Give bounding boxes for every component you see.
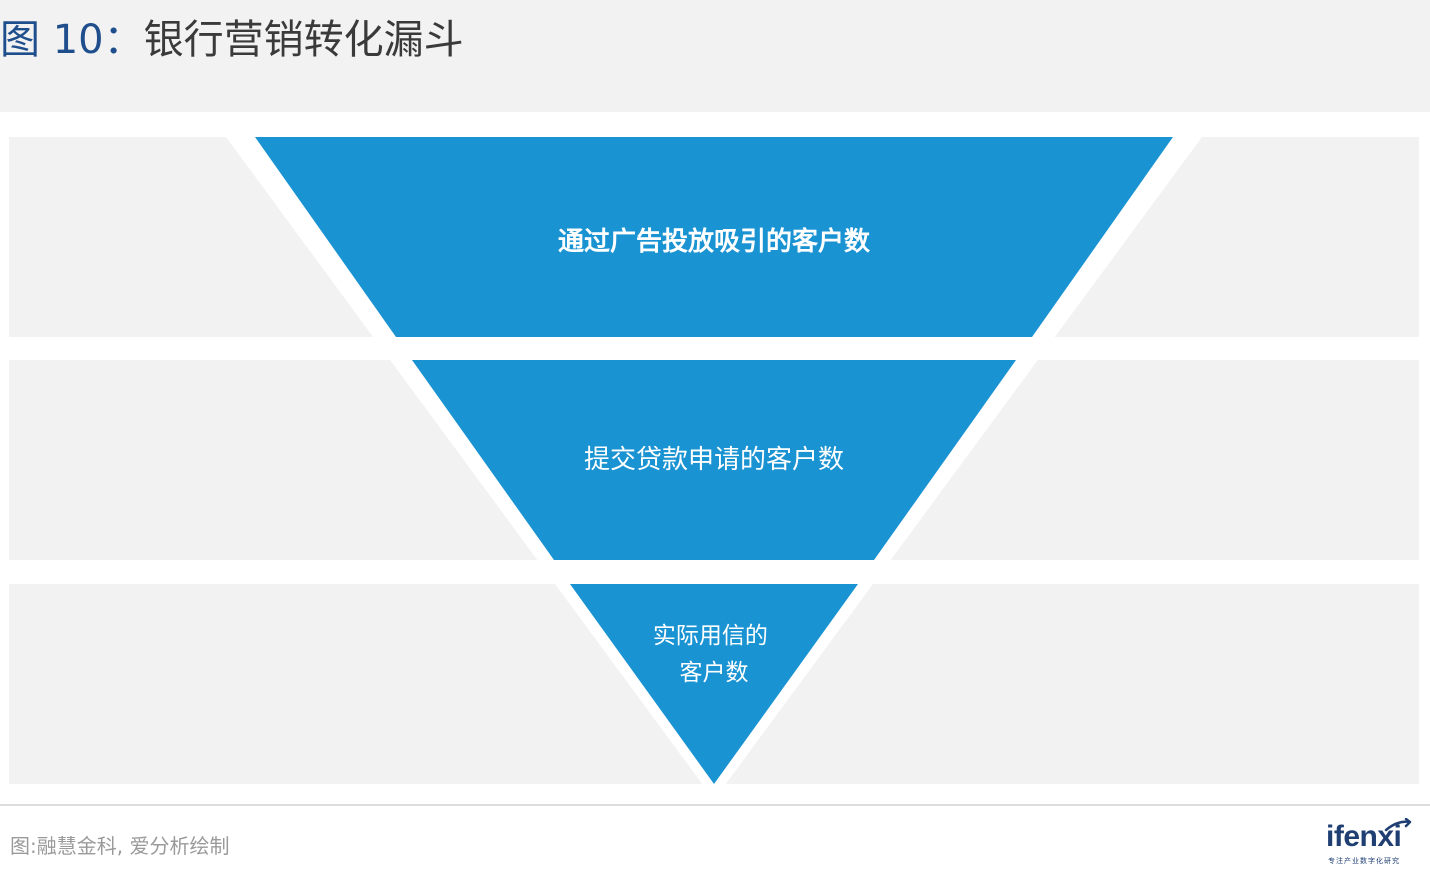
stage-3-label-line-1: 实际用信的 [653, 623, 768, 649]
funnel-diagram: 通过广告投放吸引的客户数 提交贷款申请的客户数 实际用信的 客户数 [9, 137, 1419, 800]
stage-1-label: 通过广告投放吸引的客户数 [558, 226, 871, 257]
figure-title: 银行营销转化漏斗 [143, 17, 464, 63]
funnel-stage-2 [412, 360, 1016, 560]
funnel-panel: 通过广告投放吸引的客户数 提交贷款申请的客户数 实际用信的 客户数 [0, 112, 1430, 804]
logo-tagline: 专注产业数字化研究 [1328, 857, 1400, 865]
page-title: 图 10：银行营销转化漏斗 [0, 14, 464, 66]
logo-wordmark: ifenxi [1326, 820, 1402, 853]
header: 图 10：银行营销转化漏斗 [0, 0, 1430, 112]
stage-3-label-line-2: 客户数 [680, 660, 749, 686]
funnel-stage-3 [570, 584, 858, 784]
logo-swoosh-icon [1384, 818, 1412, 832]
funnel-stage-1 [255, 137, 1173, 337]
source-note: 图:融慧金科, 爱分析绘制 [10, 834, 230, 858]
stage-2-label-line-1: 提交贷款申请的客户数 [584, 445, 844, 475]
stage-3-label: 实际用信的 客户数 [653, 623, 775, 686]
stage-2-label: 提交贷款申请的客户数 [584, 445, 844, 475]
footer: 图:融慧金科, 爱分析绘制 ifenxi 专注产业数字化研究 [0, 804, 1430, 876]
ifenxi-logo: ifenxi 专注产业数字化研究 [1326, 818, 1418, 868]
stage-1-label-line-1: 通过广告投放吸引的客户数 [558, 226, 871, 257]
figure-label: 图 10： [0, 17, 144, 63]
